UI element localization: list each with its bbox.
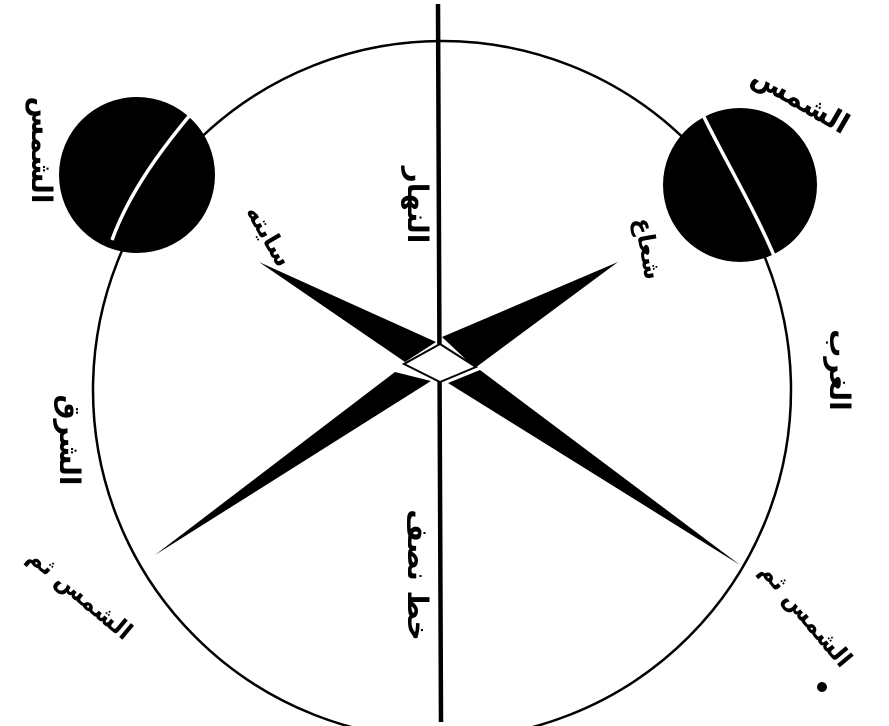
corner-left-label: الشمس ثم: [22, 542, 138, 646]
meridian-lower-label: خط نصف: [401, 509, 434, 640]
sun-left-label: الشمس: [25, 97, 58, 204]
west-label: الغرب: [823, 329, 856, 410]
ray-to-upper-left: [259, 262, 436, 362]
sun-disc-left: [59, 97, 215, 253]
meridian-upper-label: النهار: [401, 165, 434, 244]
ray-to-lower-left: [155, 372, 431, 555]
ray-left-label: سايته: [240, 200, 297, 271]
corner-right-label: الشمس ثم: [754, 557, 858, 673]
east-label: الشرق: [53, 394, 86, 485]
ray-right-label: شعاع: [629, 215, 667, 281]
ray-to-upper-right: [442, 262, 618, 368]
ink-dot: [817, 682, 827, 692]
ray-to-lower-right: [448, 370, 740, 565]
